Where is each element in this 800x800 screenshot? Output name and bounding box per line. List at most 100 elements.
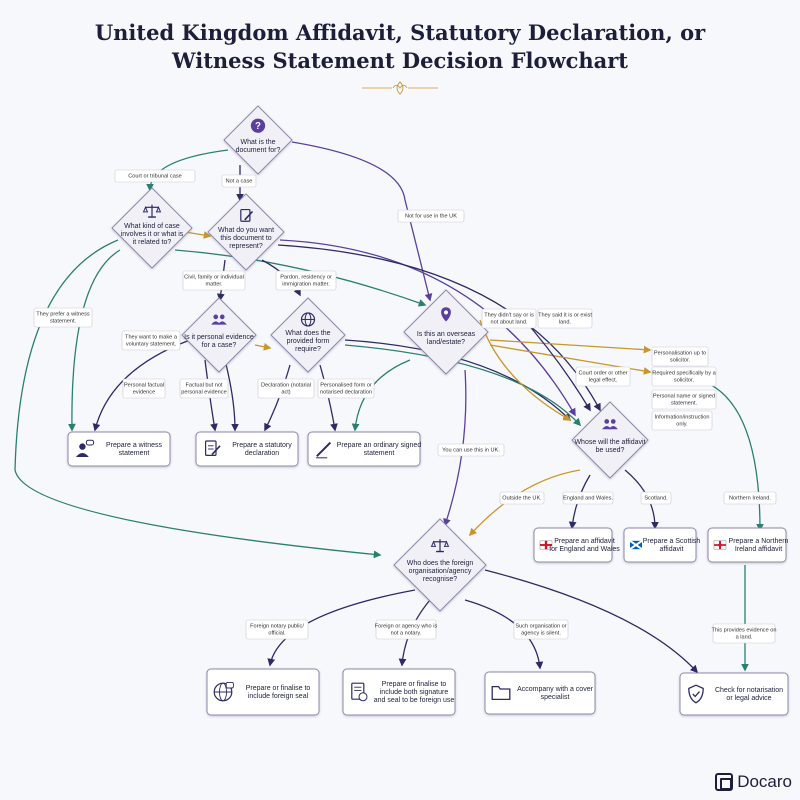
edge-case-to-represent [184, 231, 212, 239]
edge-label-text: They didn't say or is [484, 312, 534, 318]
edge-label-text: not a notary. [391, 630, 422, 636]
edge-label-text: statement. [50, 318, 77, 324]
edge-overseas-to-persolic [489, 339, 652, 354]
edge-form-to-affidavit-b [344, 344, 582, 427]
decision-text: What is the [240, 139, 275, 146]
edge-label-text: solicitor. [674, 377, 695, 383]
person-speech-icon [76, 439, 95, 457]
edge-label-text: agency is silent. [521, 630, 561, 636]
brand-name: Docaro [737, 772, 792, 791]
edge-label-text: act) [281, 389, 290, 395]
decision-text: Is it personal evidence [184, 334, 254, 341]
edge-label-fnotary: Foreign notary public/official. [245, 619, 309, 640]
brand-logo[interactable]: Docaro [715, 772, 792, 792]
decision-text: land/estate? [427, 339, 465, 346]
edge-label-text: They want to make a [125, 334, 178, 340]
outcome-text: Prepare a witness [106, 442, 163, 449]
edge-label-text: a land. [736, 634, 753, 640]
edge-label-text: statement. [671, 400, 698, 406]
northern-ireland-flag-icon [713, 540, 727, 550]
edge-label-text: Personal factual [124, 382, 164, 388]
edge-overseas-to-affidavit-b [519, 314, 591, 412]
edge-label-text: Foreign or agency who is [375, 623, 438, 629]
globe-seal-icon [213, 681, 234, 702]
edge-label-text: personal evidence [181, 389, 226, 395]
edge-label-scotland: Scotland. [640, 491, 672, 505]
edge-label-text: Northern Ireland. [729, 495, 771, 501]
edge-label-text: Personalised form or [320, 382, 372, 388]
edge-label-text: Personal name or signed [653, 393, 715, 399]
edge-label-text: Pardon, residency or [280, 274, 332, 280]
edge-label-notuk: Not for use in the UK [397, 209, 465, 223]
decision-text: it related to? [133, 239, 172, 246]
pen-icon [316, 441, 332, 459]
edge-form-to-statutory [264, 364, 291, 432]
edge-label-text: Declaration (notarial [261, 382, 311, 388]
folder-icon [491, 685, 511, 701]
edge-label-text: Not a case [226, 178, 253, 184]
edge-label-text: Required specifically by a [652, 370, 716, 376]
globe-icon [300, 312, 316, 327]
svg-text:?: ? [255, 121, 261, 132]
outcome-text: Prepare a statutory [232, 442, 292, 449]
edge-label-text: legal effect. [589, 377, 618, 383]
outcome-text: declaration [245, 450, 279, 457]
edge-label-text: evidence [133, 389, 155, 395]
outcome-text: Prepare or finalise to [382, 681, 447, 688]
people-icon [602, 419, 618, 430]
outcome-text: for England and Wales [549, 546, 620, 553]
edge-label-text: Not for use in the UK [405, 213, 457, 219]
decision-text: What kind of case [124, 223, 180, 230]
edge-label-useuk: You can use this in UK. [437, 443, 505, 457]
edge-label-text: England and Wales. [563, 495, 613, 501]
document-pen-icon [205, 440, 221, 456]
outcome-text: and seal to be foreign use [374, 697, 455, 704]
edge-purpose-to-case [146, 149, 229, 192]
edge-affidavit-to-foreign [468, 469, 581, 537]
decision-text: What does the [285, 330, 330, 337]
page-title-line-1: United Kingdom Affidavit, Statutory Decl… [94, 20, 706, 45]
edge-personal-to-form [254, 342, 272, 351]
decision-node-foreign[interactable]: Who does the foreignorganisation/agencyr… [393, 518, 487, 612]
edge-label-text: They said it is or exist [538, 312, 592, 318]
pen-paper-icon [240, 208, 254, 222]
edge-label-notcase: Not a case [221, 174, 257, 188]
edge-label-text: voluntary statement. [126, 341, 177, 347]
outcome-text: Prepare a Scottish [643, 538, 701, 545]
edge-label-text: solicitor. [670, 357, 691, 363]
edge-label-text: You can use this in UK. [442, 447, 500, 453]
scotland-flag-icon [629, 539, 643, 551]
outcome-text: or legal advice [726, 695, 771, 702]
edge-label-text: This provides evidence on [712, 627, 777, 633]
